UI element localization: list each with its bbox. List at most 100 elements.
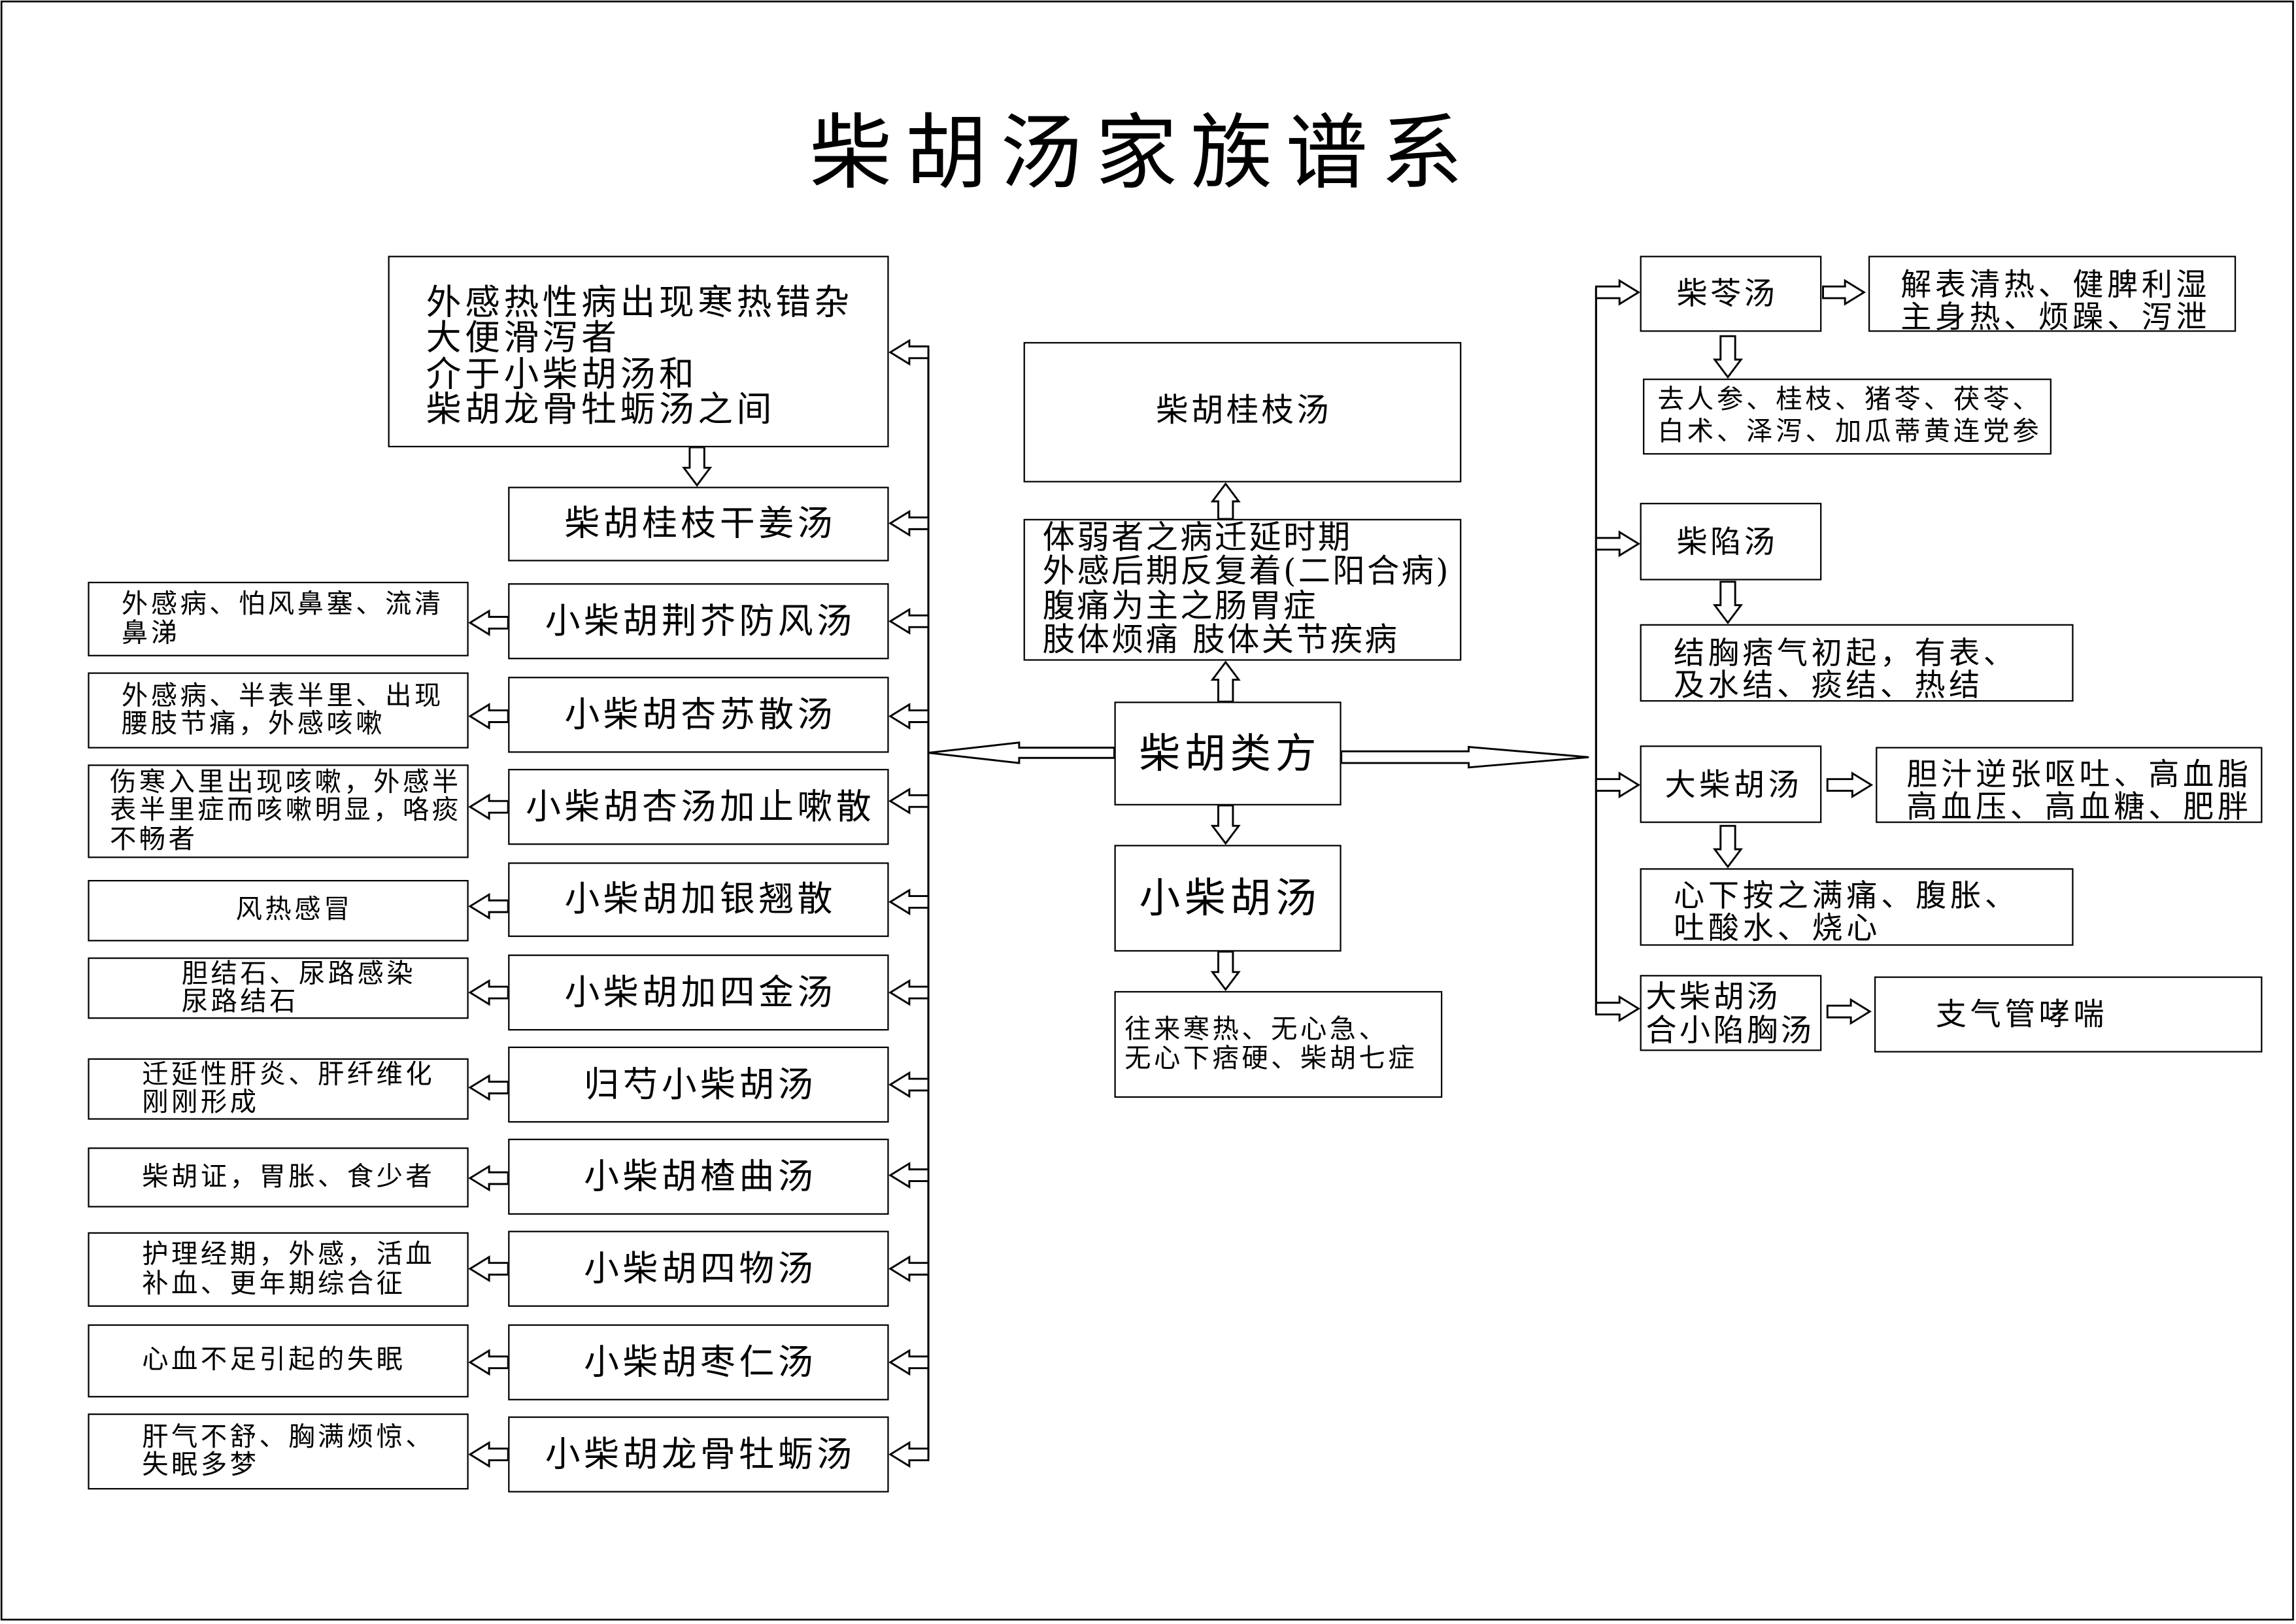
left-note-arrow-4 [468, 793, 509, 820]
note-line: 外感病、怕风鼻塞、流清 [121, 589, 444, 620]
left-note-arrow-11 [468, 1441, 509, 1468]
left-formula-box-4: 小柴胡杏汤加止嗽散 [508, 769, 889, 845]
right-formula-box-1: 柴苓汤 [1640, 256, 1822, 332]
right-down-arrow-3 [1712, 824, 1744, 869]
left-formula-box-2: 小柴胡荆芥防风汤 [508, 583, 889, 660]
left-note-arrow-8 [468, 1164, 509, 1192]
left-note-arrow-3 [468, 703, 509, 730]
right-trunk-arrow-2 [1595, 530, 1641, 558]
right-trunk-arrow-4 [1595, 995, 1641, 1023]
note-line: 大便滑泻者 [426, 317, 620, 358]
note-line: 补血、更年期综合征 [142, 1268, 406, 1299]
left-note-arrow-7 [468, 1074, 509, 1101]
page-title: 柴胡汤家族谱系 [809, 107, 1476, 202]
formula-name: 柴陷汤 [1676, 524, 1778, 560]
note-line: 护理经期，外感，活血 [142, 1239, 435, 1270]
left-trunk-arrow-1 [888, 509, 930, 537]
left-trunk-arrow-5 [888, 888, 930, 915]
center-lower-formula-box: 小柴胡汤 [1114, 845, 1342, 952]
right-formula-box-3: 大柴胡汤 [1640, 745, 1822, 823]
note-line: 伤寒入里出现咳嗽，外感半 [109, 767, 462, 798]
note-line: 外感后期反复着(二阳合病) [1042, 554, 1451, 591]
left-trunk-arrow-9 [888, 1255, 930, 1283]
left-indication-box-6: 胆结石、尿路感染 尿路结石 [88, 957, 469, 1019]
note-line: 体弱者之病迁延时期 [1042, 520, 1353, 557]
right-trunk-arrow-1 [1595, 279, 1641, 306]
left-trunk-arrow-10 [888, 1349, 930, 1376]
note-line: 高血压、高血糖、肥胖 [1906, 789, 2252, 824]
note-line: 刚刚形成 [142, 1087, 260, 1119]
root-to-right-branch-arrow [1340, 745, 1589, 769]
left-indication-box-7: 迁延性肝炎、肝纤维化 刚刚形成 [88, 1058, 469, 1120]
left-formula-box-8: 小柴胡楂曲汤 [508, 1138, 889, 1215]
right-side-arrow-1 [1822, 279, 1866, 306]
root-to-upper-indication-arrow [1210, 660, 1241, 703]
center-upper-indication-box: 体弱者之病迁延时期 外感后期反复着(二阳合病) 腹痛为主之肠胃症 肢体烦痛 肢体… [1023, 518, 1462, 661]
left-note-arrow-6 [468, 979, 509, 1006]
note-line: 及水结、痰结、热结 [1674, 668, 1984, 703]
note-line: 去人参、桂枝、猪苓、茯苓、 [1657, 384, 2042, 415]
note-line: 无心下痞硬、柴胡七症 [1124, 1043, 1418, 1074]
right-below-note-box-2: 结胸痞气初起，有表、 及水结、痰结、热结 [1640, 624, 2074, 702]
note-line: 解表清热、健脾利湿 [1900, 267, 2210, 303]
left-formula-box-11: 小柴胡龙骨牡蛎汤 [508, 1416, 889, 1493]
right-trunk-arrow-3 [1595, 771, 1641, 799]
note-line: 表半里症而咳嗽明显，咯痰 [109, 795, 462, 826]
note-line: 外感热性病出现寒热错杂 [426, 281, 853, 322]
right-below-note-box-1: 去人参、桂枝、猪苓、茯苓、 白术、泽泻、加瓜蒂黄连党参 [1643, 379, 2051, 455]
note-line: 支气管哮喘 [1936, 996, 2108, 1032]
note-line: 腰肢节痛，外感咳嗽 [121, 709, 386, 740]
left-formula-box-7: 归芍小柴胡汤 [508, 1046, 889, 1123]
root-node-box: 柴胡类方 [1114, 702, 1342, 805]
formula-name: 合小陷胸汤 [1646, 1013, 1815, 1049]
note-line: 往来寒热、无心急、 [1124, 1013, 1389, 1045]
left-note-arrow-2 [468, 609, 509, 636]
right-down-arrow-1 [1712, 335, 1744, 379]
note-line: 尿路结石 [181, 987, 299, 1018]
note-line: 结胸痞气初起，有表、 [1674, 635, 2018, 671]
right-side-note-box-1: 解表清热、健脾利湿 主身热、烦躁、泻泄 [1868, 256, 2237, 333]
right-side-arrow-4 [1826, 998, 1872, 1025]
note-line: 介于小柴胡汤和 [426, 352, 698, 394]
note-line: 柴胡证，胃胀、食少者 [142, 1161, 435, 1193]
left-formula-box-10: 小柴胡枣仁汤 [508, 1324, 889, 1400]
note-line: 吐酸水、烧心 [1674, 910, 1882, 946]
left-indication-box-3: 外感病、半表半里、出现 腰肢节痛，外感咳嗽 [88, 672, 469, 749]
left-formula-box-1: 柴胡桂枝干姜汤 [508, 486, 889, 562]
right-formula-box-2: 柴陷汤 [1640, 503, 1822, 581]
left-formula-box-3: 小柴胡杏苏散汤 [508, 677, 889, 753]
note-line: 柴胡龙骨牡蛎汤之间 [426, 388, 775, 430]
note-line: 心下按之满痛、腹胀、 [1674, 878, 2019, 914]
formula-name: 大柴胡汤 [1664, 766, 1803, 802]
note-line: 白术、泽泻、加瓜蒂黄连党参 [1657, 416, 2042, 448]
note-line: 胆结石、尿路感染 [181, 958, 416, 989]
right-formula-box-4: 大柴胡汤 合小陷胸汤 [1640, 975, 1822, 1051]
note-line: 腹痛为主之肠胃症 [1042, 588, 1318, 625]
formula-name: 柴苓汤 [1676, 276, 1778, 312]
note-line: 鼻涕 [121, 617, 180, 649]
right-side-note-box-3: 胆汁逆张呕吐、高血脂 高血压、高血糖、肥胖 [1876, 747, 2263, 824]
note-line: 心血不足引起的失眠 [142, 1345, 406, 1376]
left-trunk-arrow-7 [888, 1071, 930, 1098]
note-line: 外感病、半表半里、出现 [121, 680, 444, 711]
note-line: 迁延性肝炎、肝纤维化 [142, 1058, 435, 1090]
left-indication-box-2: 外感病、怕风鼻塞、流清 鼻涕 [88, 581, 469, 656]
note-line: 胆汁逆张呕吐、高血脂 [1906, 757, 2252, 792]
left-indication-box-5: 风热感冒 [88, 879, 469, 941]
formula-name: 大柴胡汤 [1646, 979, 1781, 1015]
left-indication-box-9: 护理经期，外感，活血 补血、更年期综合征 [88, 1232, 469, 1307]
lower-formula-to-indication-arrow [1210, 951, 1241, 992]
root-to-left-branch-arrow [928, 741, 1115, 764]
left-trunk-arrow-4 [888, 787, 930, 815]
right-side-note-box-4: 支气管哮喘 [1874, 976, 2263, 1053]
left-indication-box-4: 伤寒入里出现咳嗽，外感半 表半里症而咳嗽明显，咯痰 不畅者 [88, 764, 469, 858]
indication-to-upper-formula-arrow [1210, 482, 1241, 520]
root-to-lower-formula-arrow [1210, 804, 1241, 845]
right-down-arrow-2 [1712, 581, 1744, 624]
left-formula-box-5: 小柴胡加银翘散 [508, 862, 889, 938]
center-upper-formula-box: 柴胡桂枝汤 [1023, 342, 1462, 482]
left-intro-note: 外感热性病出现寒热错杂 大便滑泻者 介于小柴胡汤和 柴胡龙骨牡蛎汤之间 [388, 256, 889, 448]
